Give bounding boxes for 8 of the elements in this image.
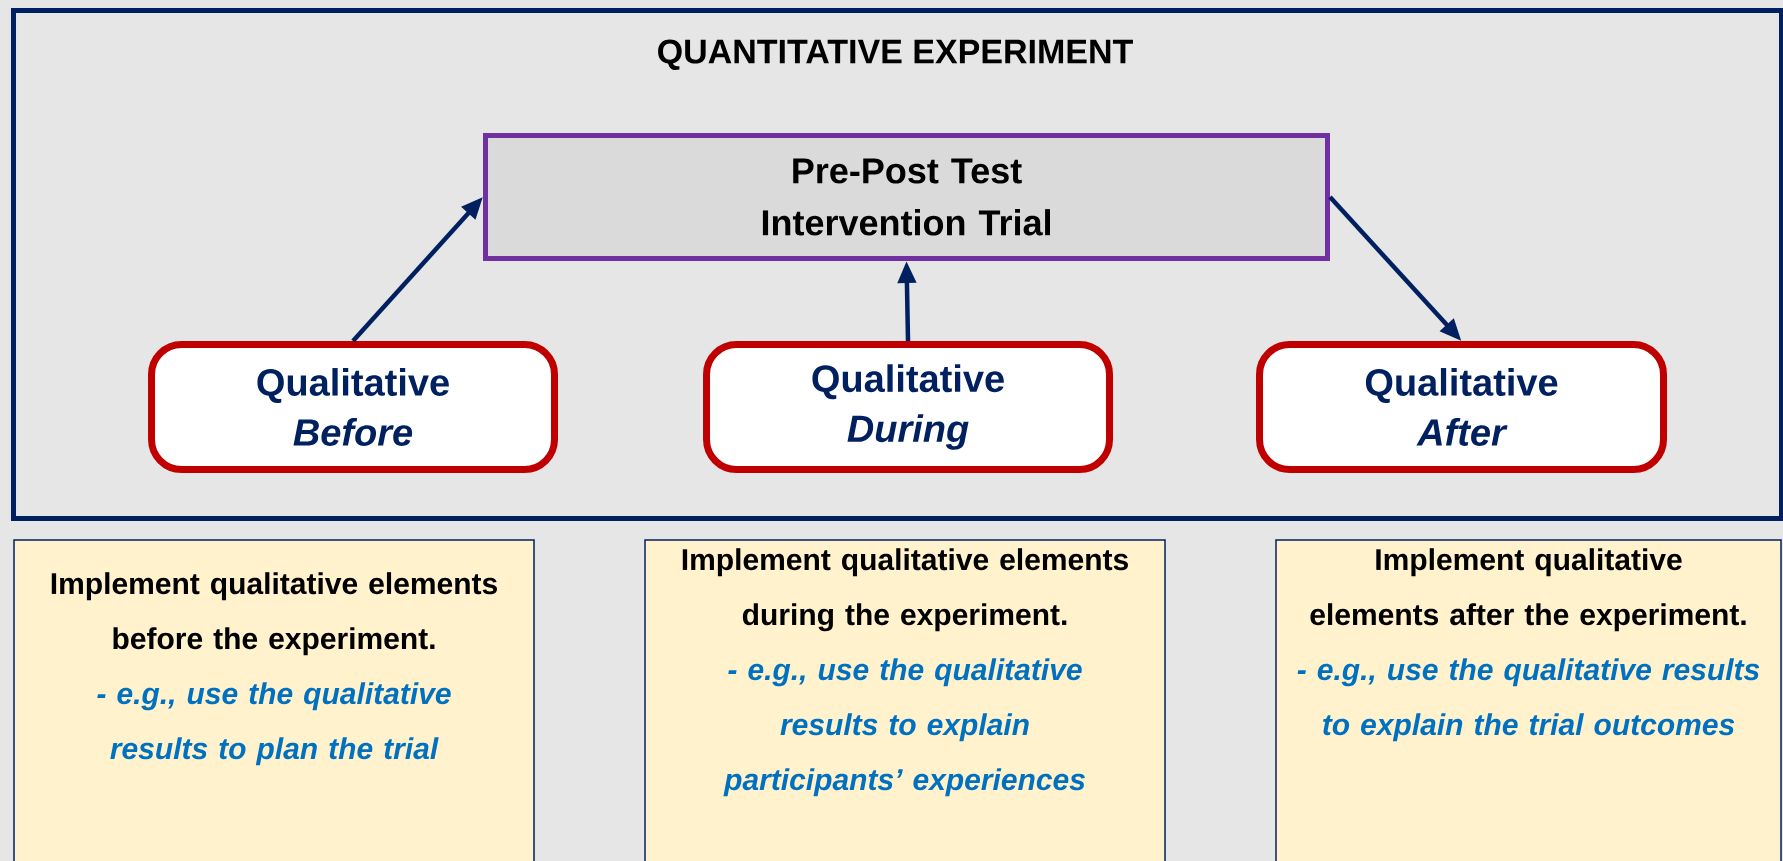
rounded-box: Qualitative Before [148, 341, 558, 473]
heading: QUANTITATIVE EXPERIMENT [658, 39, 1133, 70]
rounded-box: Qualitative During [703, 341, 1113, 473]
note-box: Implement qualitative elements before the experiment. - e.g., use the qualitative results to plan the trial [13, 539, 535, 861]
note-box: Implement qualitative elements after the experiment. - e.g., use the qualitative results to explain the trial outcomes [1275, 539, 1782, 861]
process-box: Pre-Post Test Intervention Trial [483, 133, 1330, 261]
note-box: Implement qualitative elements during the experiment. - e.g., use the qualitative results to explain participants’ experiences [644, 539, 1166, 861]
rounded-box: Qualitative After [1256, 341, 1667, 473]
